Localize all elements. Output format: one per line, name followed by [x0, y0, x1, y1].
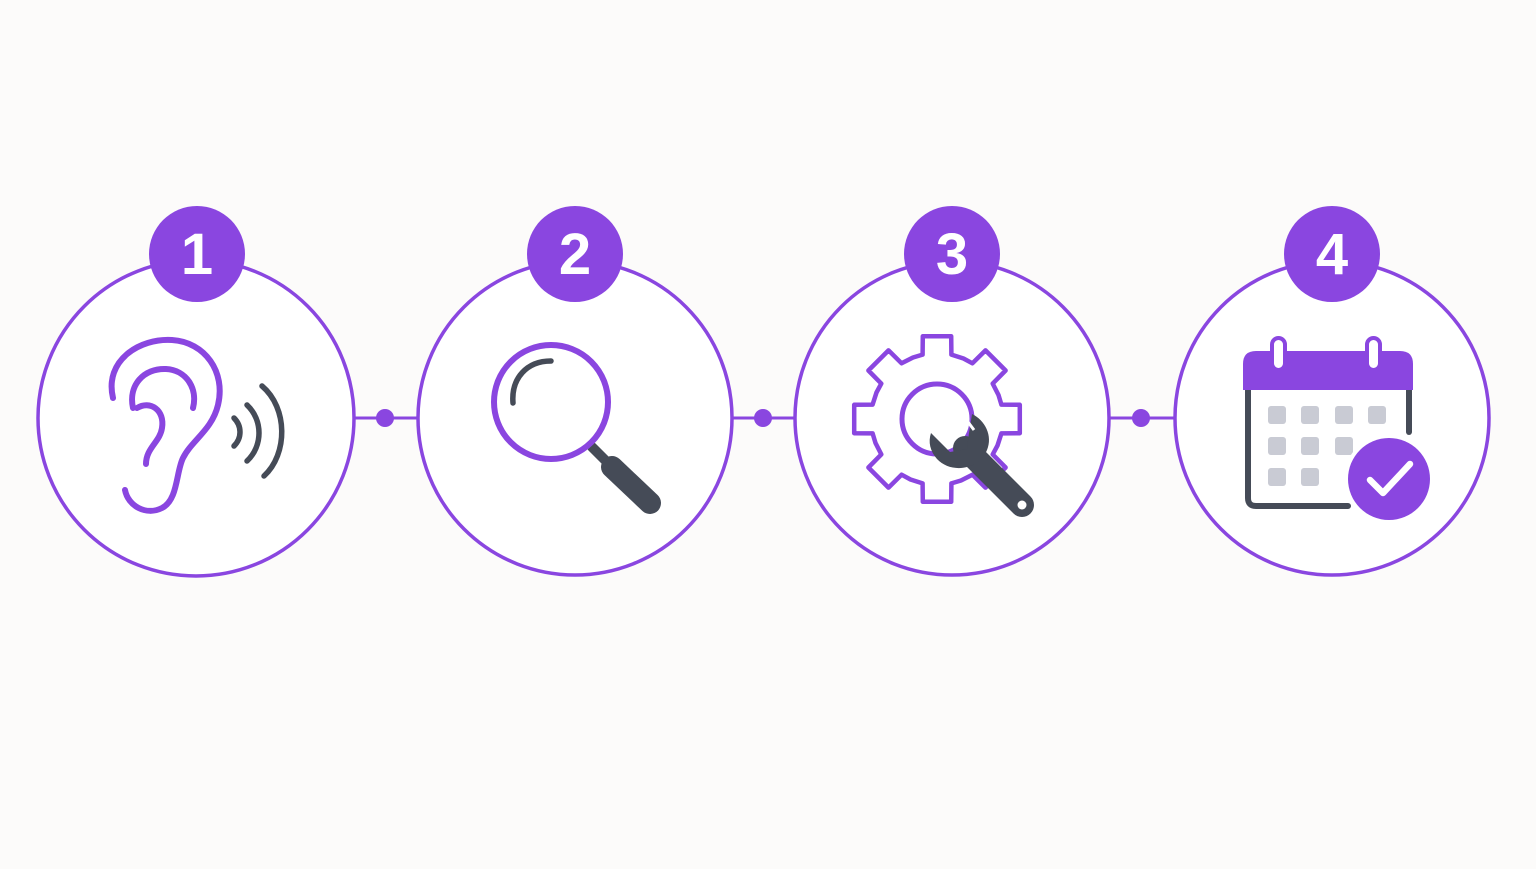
- step-badge: [1284, 206, 1380, 302]
- connector-3-4: [1109, 409, 1174, 427]
- step-badge: [149, 206, 245, 302]
- step-number: 3: [936, 222, 968, 287]
- step-badge: [904, 206, 1000, 302]
- gear-outline: [851, 333, 1023, 505]
- calendar-day-cell: [1301, 468, 1319, 486]
- step-1: 1: [36, 206, 356, 578]
- magnifier-icon: [491, 342, 661, 514]
- step-2: 2: [416, 206, 734, 577]
- step-number: 2: [559, 222, 591, 287]
- step-circle: [36, 258, 356, 578]
- step-circle: [1173, 259, 1491, 577]
- gear-wrench-icon: [851, 333, 1034, 517]
- connector-1-2: [352, 409, 418, 427]
- calendar-day-cell: [1268, 437, 1286, 455]
- calendar-day-cell: [1368, 406, 1386, 424]
- connector-2-3: [731, 409, 795, 427]
- calendar-day-cell: [1335, 437, 1353, 455]
- calendar-day-cell: [1301, 437, 1319, 455]
- calendar-day-cell: [1335, 406, 1353, 424]
- ear-sound-icon: [108, 336, 285, 514]
- step-badge: [527, 206, 623, 302]
- step-number: 1: [181, 222, 213, 287]
- calendar-day-cell: [1268, 468, 1286, 486]
- calendar-day-cell: [1268, 406, 1286, 424]
- step-number: 4: [1316, 222, 1348, 287]
- step-3: 3: [793, 206, 1111, 577]
- step-4: 4: [1173, 206, 1491, 577]
- calendar-check-icon: [1243, 336, 1434, 524]
- step-circle: [793, 259, 1111, 577]
- calendar-day-cell: [1301, 406, 1319, 424]
